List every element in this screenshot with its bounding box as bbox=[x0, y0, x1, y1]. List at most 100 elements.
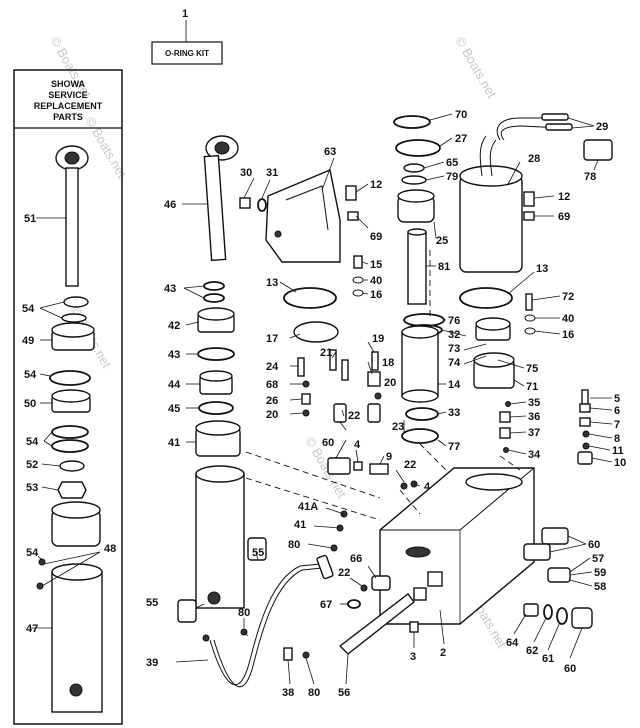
showa-piston-rod bbox=[65, 167, 79, 287]
callout-label: 71 bbox=[526, 381, 538, 393]
callout-label: 2 bbox=[440, 647, 446, 659]
callout-label: 69 bbox=[558, 211, 570, 223]
callout-label: 54 bbox=[22, 303, 35, 315]
callout-label: 72 bbox=[562, 291, 574, 303]
callout-label: 22 bbox=[338, 567, 350, 579]
callout-label: 54 bbox=[26, 436, 39, 448]
callout-label: 50 bbox=[24, 398, 36, 410]
showa-header-line: REPLACEMENT bbox=[34, 101, 103, 111]
pump-reservoir-parts bbox=[239, 115, 445, 490]
callout-label: 69 bbox=[370, 231, 382, 243]
callout-label: 8 bbox=[614, 433, 620, 445]
callout-label: 32 bbox=[448, 329, 460, 341]
callout-label: 16 bbox=[562, 329, 574, 341]
callout-label: 22 bbox=[404, 459, 416, 471]
callout-label: 20 bbox=[384, 377, 396, 389]
showa-header-line: SERVICE bbox=[48, 90, 87, 100]
callout-label: 59 bbox=[594, 567, 606, 579]
callout-label: 80 bbox=[308, 687, 320, 699]
callout-label: 34 bbox=[528, 449, 541, 461]
callout-label: 5 bbox=[614, 393, 620, 405]
callout-label: 58 bbox=[594, 581, 606, 593]
callout-label: 44 bbox=[168, 379, 181, 391]
callout-label: 40 bbox=[370, 275, 382, 287]
callout-label: 80 bbox=[288, 539, 300, 551]
callout-label: 14 bbox=[448, 379, 461, 391]
callout-label: 28 bbox=[528, 153, 540, 165]
callout-label: 41A bbox=[298, 501, 318, 513]
callout-label: 35 bbox=[528, 397, 540, 409]
callout-label: 24 bbox=[266, 361, 279, 373]
callout-label: 11 bbox=[612, 445, 624, 457]
callout-label: 47 bbox=[26, 623, 38, 635]
callout-label: 64 bbox=[506, 637, 519, 649]
callout-label: 51 bbox=[24, 213, 36, 225]
callout-label: 55 bbox=[252, 547, 264, 559]
callout-labels: 51 54 49 54 50 54 52 53 54 48 47 46 43 4… bbox=[22, 109, 626, 699]
kit-number: 1 bbox=[182, 8, 188, 20]
callout-label: 13 bbox=[536, 263, 548, 275]
callout-label: 10 bbox=[614, 457, 626, 469]
callout-label: 70 bbox=[455, 109, 467, 121]
callout-label: 81 bbox=[438, 261, 450, 273]
callout-label: 41 bbox=[168, 437, 180, 449]
callout-label: 60 bbox=[564, 663, 576, 675]
callout-label: 19 bbox=[372, 333, 384, 345]
callout-label: 48 bbox=[104, 543, 116, 555]
callout-label: 3 bbox=[410, 651, 416, 663]
callout-label: 54 bbox=[24, 369, 37, 381]
callout-label: 17 bbox=[266, 333, 278, 345]
callout-label: 80 bbox=[238, 607, 250, 619]
callout-label: 26 bbox=[266, 395, 278, 407]
callout-label: 31 bbox=[266, 167, 278, 179]
callout-label: 6 bbox=[614, 405, 620, 417]
callout-label: 75 bbox=[526, 363, 538, 375]
callout-label: 73 bbox=[448, 343, 460, 355]
callout-label: 33 bbox=[448, 407, 460, 419]
callout-label: 62 bbox=[526, 645, 538, 657]
leader-lines bbox=[30, 113, 613, 685]
callout-label: 77 bbox=[448, 441, 460, 453]
callout-label: 16 bbox=[370, 289, 382, 301]
callout-label: 27 bbox=[455, 133, 467, 145]
callout-label: 78 bbox=[584, 171, 596, 183]
callout-label: 49 bbox=[22, 335, 34, 347]
callout-label: 29 bbox=[596, 121, 608, 133]
oring-kit-callout: 1 O-RING KIT bbox=[151, 8, 223, 65]
callout-label: 37 bbox=[528, 427, 540, 439]
callout-label: 46 bbox=[164, 199, 176, 211]
showa-header-line: SHOWA bbox=[51, 79, 86, 89]
callout-label: 55 bbox=[146, 597, 158, 609]
callout-label: 53 bbox=[26, 482, 38, 494]
callout-label: 54 bbox=[26, 547, 39, 559]
callout-label: 22 bbox=[348, 410, 360, 422]
showa-header-line: PARTS bbox=[53, 112, 83, 122]
callout-label: 12 bbox=[370, 179, 382, 191]
callout-label: 23 bbox=[392, 421, 404, 433]
callout-label: 67 bbox=[320, 599, 332, 611]
callout-label: 42 bbox=[168, 320, 180, 332]
callout-label: 68 bbox=[266, 379, 278, 391]
callout-label: 21 bbox=[320, 347, 332, 359]
callout-label: 36 bbox=[528, 411, 540, 423]
callout-label: 63 bbox=[324, 146, 336, 158]
callout-label: 40 bbox=[562, 313, 574, 325]
callout-label: 66 bbox=[350, 553, 362, 565]
oring-kit-box bbox=[151, 41, 223, 65]
callout-label: 41 bbox=[294, 519, 306, 531]
callout-label: 15 bbox=[370, 259, 382, 271]
callout-label: 43 bbox=[164, 283, 176, 295]
callout-label: 65 bbox=[446, 157, 458, 169]
callout-label: 20 bbox=[266, 409, 278, 421]
callout-label: 9 bbox=[386, 451, 392, 463]
callout-label: 45 bbox=[168, 403, 180, 415]
callout-label: 4 bbox=[354, 439, 361, 451]
callout-label: 57 bbox=[592, 553, 604, 565]
callout-label: 18 bbox=[382, 357, 394, 369]
callout-label: 60 bbox=[322, 437, 334, 449]
callout-label: 38 bbox=[282, 687, 294, 699]
callout-label: 4 bbox=[424, 481, 431, 493]
callout-label: 52 bbox=[26, 459, 38, 471]
callout-label: 76 bbox=[448, 315, 460, 327]
